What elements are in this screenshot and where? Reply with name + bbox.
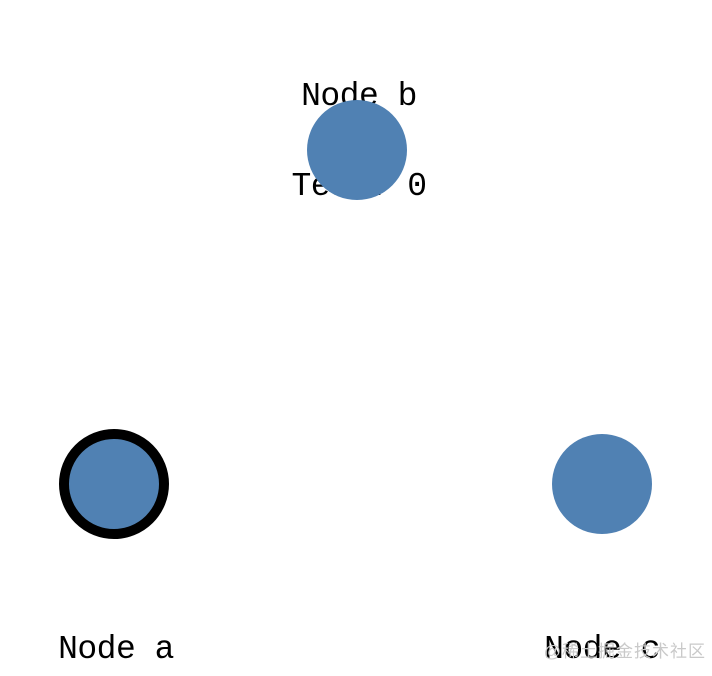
- node-c-name: Node c: [544, 631, 660, 668]
- node-c-label: Node c Term: 0: [534, 575, 669, 676]
- watermark-text: @稀土掘金技术社区: [543, 642, 706, 661]
- node-b-circle[interactable]: [307, 100, 407, 200]
- node-a-circle[interactable]: [59, 429, 169, 539]
- node-a-label: Node a Term: 0: [48, 575, 183, 676]
- node-a-name: Node a: [58, 631, 174, 668]
- node-c-circle[interactable]: [552, 434, 652, 534]
